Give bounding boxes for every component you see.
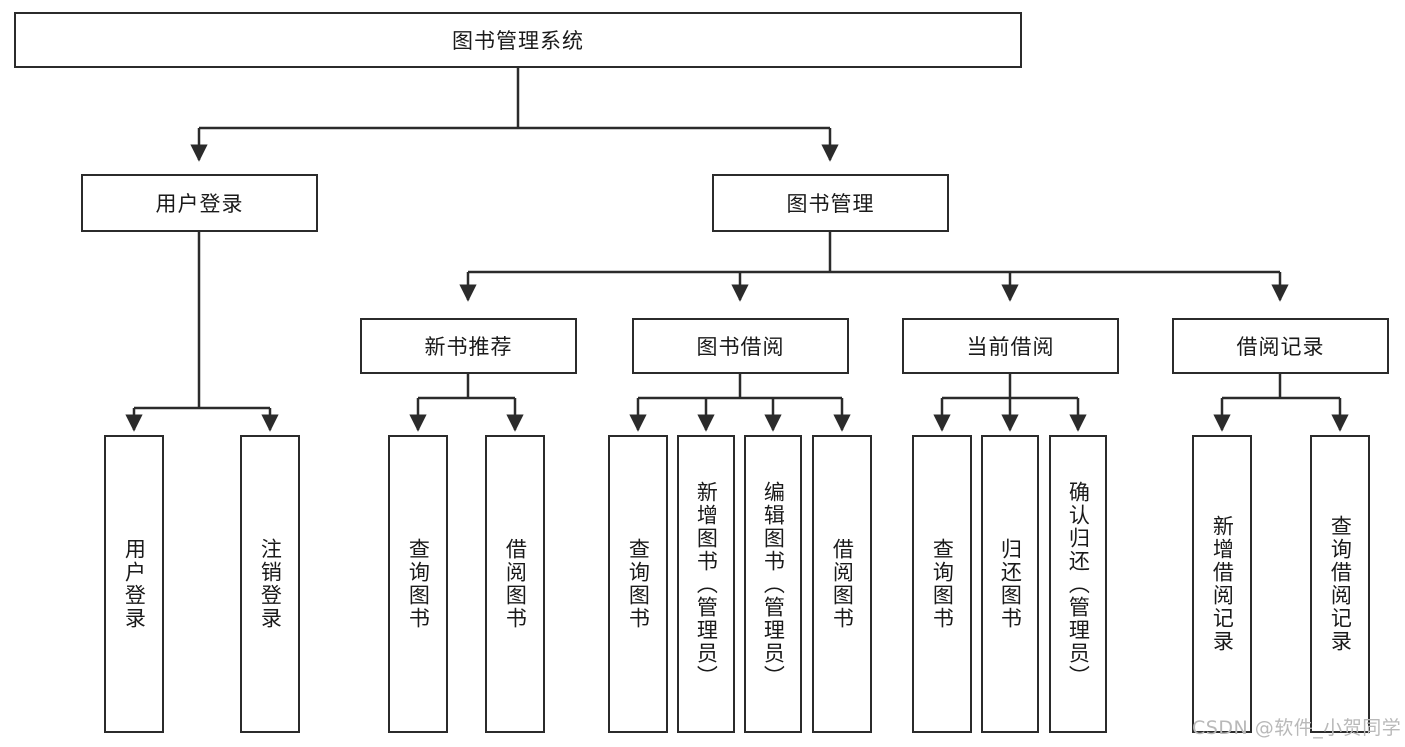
node-label: 借阅图书	[503, 538, 528, 630]
node-label: 新增借阅记录	[1210, 515, 1235, 653]
node-label: 用户登录	[122, 538, 147, 630]
node-label: 新书推荐	[424, 335, 513, 359]
leaf-query-borrow-record[interactable]: 查询借阅记录	[1310, 435, 1370, 733]
node-label: 查询借阅记录	[1328, 515, 1353, 653]
node-label: 图书管理	[786, 192, 875, 216]
leaf-add-borrow-record[interactable]: 新增借阅记录	[1192, 435, 1252, 733]
node-root-book-management-system[interactable]: 图书管理系统	[14, 12, 1022, 68]
leaf-query-books-borrow[interactable]: 查询图书	[608, 435, 668, 733]
leaf-query-books-new-rec[interactable]: 查询图书	[388, 435, 448, 733]
leaf-edit-book-admin[interactable]: 编辑图书（管理员）	[744, 435, 802, 733]
node-current-borrowing[interactable]: 当前借阅	[902, 318, 1119, 374]
node-label: 编辑图书（管理员）	[761, 480, 786, 688]
node-label: 借阅记录	[1236, 335, 1325, 359]
node-new-book-recommendation[interactable]: 新书推荐	[360, 318, 577, 374]
node-label: 当前借阅	[966, 335, 1055, 359]
node-label: 查询图书	[930, 538, 955, 630]
leaf-return-books[interactable]: 归还图书	[981, 435, 1039, 733]
node-book-borrowing[interactable]: 图书借阅	[632, 318, 849, 374]
leaf-logout[interactable]: 注销登录	[240, 435, 300, 733]
leaf-query-books-current[interactable]: 查询图书	[912, 435, 972, 733]
leaf-confirm-return-admin[interactable]: 确认归还（管理员）	[1049, 435, 1107, 733]
node-label: 图书借阅	[696, 335, 785, 359]
node-borrowing-record[interactable]: 借阅记录	[1172, 318, 1389, 374]
node-label: 注销登录	[258, 538, 283, 630]
node-label: 图书管理系统	[452, 29, 584, 53]
node-user-login[interactable]: 用户登录	[81, 174, 318, 232]
node-label: 查询图书	[626, 538, 651, 630]
node-label: 查询图书	[406, 538, 431, 630]
node-label: 用户登录	[155, 192, 244, 216]
node-label: 借阅图书	[830, 538, 855, 630]
leaf-borrow-books[interactable]: 借阅图书	[812, 435, 872, 733]
leaf-borrow-books-new-rec[interactable]: 借阅图书	[485, 435, 545, 733]
leaf-add-book-admin[interactable]: 新增图书（管理员）	[677, 435, 735, 733]
node-book-management[interactable]: 图书管理	[712, 174, 949, 232]
leaf-user-login[interactable]: 用户登录	[104, 435, 164, 733]
node-label: 新增图书（管理员）	[694, 480, 719, 688]
node-label: 确认归还（管理员）	[1066, 480, 1091, 688]
node-label: 归还图书	[998, 538, 1023, 630]
